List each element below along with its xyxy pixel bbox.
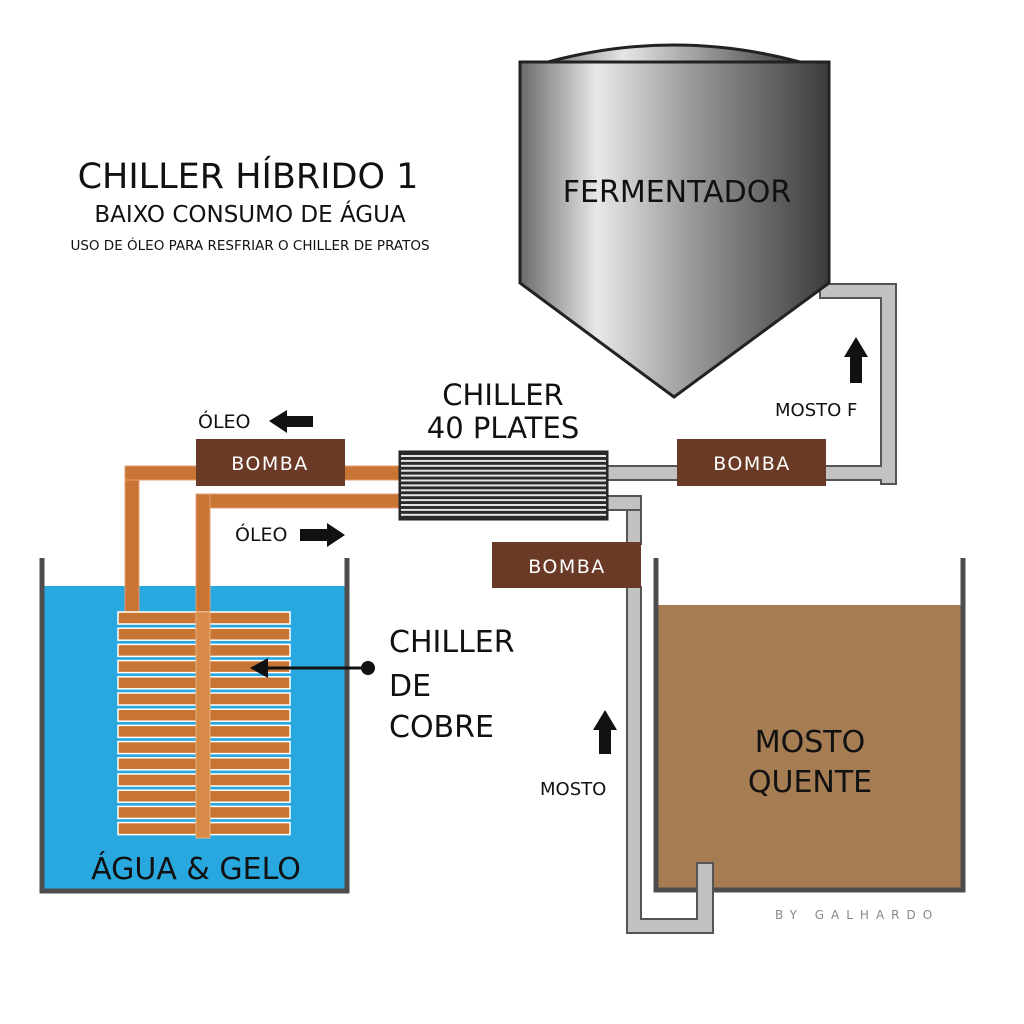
chiller-plate — [401, 469, 606, 472]
wort-pump: BOMBA — [492, 542, 641, 588]
oil-in-label: ÓLEO — [235, 522, 288, 546]
chiller-plate — [401, 464, 606, 467]
chiller-plate — [401, 499, 606, 502]
hot-wort-tank — [653, 558, 966, 893]
wort-inlet-pipe — [605, 495, 642, 511]
hot-wort-tank-wall — [653, 558, 966, 893]
chiller-plate — [401, 513, 606, 516]
copper-coil-core — [195, 611, 211, 839]
mosto-label: MOSTO — [540, 779, 606, 800]
callout-dot — [361, 661, 375, 675]
mosto-f-up-arrow-icon — [844, 337, 868, 383]
fermenter-feed-pipe — [819, 283, 897, 485]
plate-chiller-label-line2: 40 PLATES — [427, 411, 579, 445]
fermenter-pump-body — [677, 439, 826, 486]
fermenter-body — [518, 60, 831, 399]
copper-chiller-label-line2: DE — [389, 669, 431, 704]
fermenter: FERMENTADOR — [518, 43, 831, 399]
mosto-f-label: MOSTO F — [775, 400, 857, 421]
mosto-up-arrow-icon — [593, 710, 617, 754]
wort-pump-body — [492, 542, 641, 588]
oil-out-label: ÓLEO — [198, 409, 251, 433]
fermenter-dome — [547, 43, 801, 64]
chiller-plate — [401, 504, 606, 506]
chiller-plate — [401, 508, 606, 511]
oil-out-arrow-icon — [269, 410, 313, 433]
ice-tank-wall — [39, 558, 350, 894]
fermenter-label: FERMENTADOR — [563, 175, 791, 210]
title-line3: USO DE ÓLEO PARA RESFRIAR O CHILLER DE P… — [70, 236, 429, 254]
oil-pump-label: BOMBA — [231, 453, 309, 475]
copper-chiller-label-line3: COBRE — [389, 710, 494, 745]
copper-coil-chiller — [117, 611, 291, 839]
copper-chiller-label-line1: CHILLER — [389, 625, 515, 660]
chiller-plate — [401, 479, 606, 482]
fermenter-pump: BOMBA — [677, 439, 826, 486]
hot-wort-label-line1: MOSTO — [755, 725, 865, 760]
fermenter-pump-label: BOMBA — [713, 453, 791, 475]
chiller-plate — [401, 459, 606, 462]
chiller-plate — [401, 484, 606, 487]
chiller-outlet-pipe — [605, 465, 679, 481]
oil-pump: BOMBA — [196, 439, 345, 486]
plate-chiller — [398, 450, 609, 521]
hot-wort-label-line2: QUENTE — [748, 765, 872, 800]
copper-chiller-callout: CHILLER DE COBRE — [250, 625, 515, 745]
title-line2: BAIXO CONSUMO DE ÁGUA — [94, 200, 406, 228]
callout-arrow-icon — [250, 658, 268, 678]
wort-pump-label: BOMBA — [528, 556, 606, 578]
chiller-plate — [401, 455, 606, 457]
chiller-plate — [401, 489, 606, 492]
oil-pump-body — [196, 439, 345, 486]
chiller-plate — [401, 494, 606, 497]
hot-wort-fill — [657, 605, 963, 890]
ice-tank-label: ÁGUA & GELO — [91, 851, 301, 887]
chiller-plate — [401, 474, 606, 477]
credit: BY GALHARDO — [775, 908, 939, 922]
oil-loop-pipes — [124, 465, 403, 623]
oil-in-arrow-icon — [300, 523, 345, 547]
title-line1: CHILLER HÍBRIDO 1 — [78, 155, 419, 197]
ice-water-tank — [39, 558, 350, 894]
plate-chiller-label-line1: CHILLER — [442, 378, 563, 412]
